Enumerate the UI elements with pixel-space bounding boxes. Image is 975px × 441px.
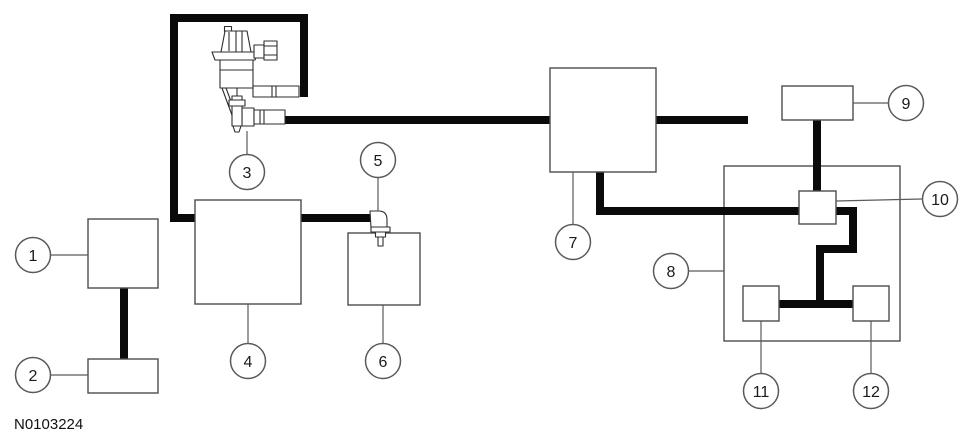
callout-2-number: 2 — [29, 368, 38, 385]
hose-line-top-loop — [170, 14, 308, 222]
component-box-4 — [194, 199, 302, 305]
component-box-6 — [347, 232, 421, 306]
callout-6-number: 6 — [379, 354, 388, 371]
component-box-7 — [549, 67, 657, 173]
leader-lines — [50, 102, 923, 376]
valve-lower-port — [253, 109, 286, 125]
callout-10: 10 — [921, 180, 959, 218]
valve-stem-band — [228, 99, 246, 107]
callout-10-number: 10 — [931, 192, 949, 209]
fitting-flange — [370, 226, 391, 233]
valve-elbow — [241, 107, 255, 127]
callouts: 1 2 3 4 5 6 7 8 — [14, 84, 959, 410]
callout-7-number: 7 — [569, 235, 578, 252]
valve-upper-port-ring — [271, 86, 277, 97]
valve-cap-ribs — [228, 31, 243, 52]
callout-3-number: 3 — [243, 165, 252, 182]
component-box-9 — [781, 85, 854, 121]
hose-line-box7-to-assembly — [596, 171, 857, 306]
fitting-collar — [374, 231, 387, 238]
callout-5-number: 5 — [374, 153, 383, 170]
callout-5-circle — [359, 141, 397, 179]
callout-9-number: 9 — [902, 96, 911, 113]
figure-part-number: N0103224 — [14, 416, 83, 433]
callout-6-circle — [364, 342, 402, 380]
callout-1: 1 — [14, 236, 52, 274]
callout-2: 2 — [14, 356, 52, 394]
callout-3: 3 — [228, 153, 266, 191]
callout-8-number: 8 — [667, 264, 676, 281]
component-boxes — [87, 67, 890, 394]
callout-12-number: 12 — [862, 384, 880, 401]
valve-connector-neck — [253, 44, 265, 59]
callout-2-circle — [14, 356, 52, 394]
callout-1-number: 1 — [29, 248, 38, 265]
callout-8-circle — [652, 252, 690, 290]
callout-12-circle — [852, 372, 890, 410]
valve-tip — [232, 125, 242, 133]
evap-valve-illustration-3 — [211, 25, 300, 133]
callout-11-circle — [742, 372, 780, 410]
callout-7-circle — [554, 223, 592, 261]
callout-9: 9 — [887, 84, 925, 122]
leader-10 — [835, 198, 923, 202]
callout-4-circle — [229, 342, 267, 380]
fitting-elbow — [369, 210, 388, 229]
component-box-10 — [798, 190, 837, 225]
valve-connector-pins — [264, 45, 277, 56]
callout-9-circle — [887, 84, 925, 122]
callout-3-circle — [228, 153, 266, 191]
callout-6: 6 — [364, 342, 402, 380]
callout-7: 7 — [554, 223, 592, 261]
fitting-nozzle — [377, 236, 384, 247]
valve-connector-plug — [263, 40, 278, 61]
component-box-11 — [742, 285, 780, 322]
valve-flange — [211, 51, 259, 61]
component-outline-8 — [723, 165, 901, 342]
component-box-12 — [852, 285, 890, 322]
callout-4-number: 4 — [244, 354, 253, 371]
valve-body — [219, 59, 254, 89]
callout-11-number: 11 — [753, 384, 770, 401]
callout-8: 8 — [652, 252, 690, 290]
hose-lines — [120, 14, 857, 362]
callout-5: 5 — [359, 141, 397, 179]
callout-4: 4 — [229, 342, 267, 380]
valve-lower-port-ring — [259, 110, 265, 124]
component-box-2 — [87, 358, 159, 394]
component-box-1 — [87, 218, 159, 289]
callout-11: 11 — [742, 372, 780, 410]
callout-12: 12 — [852, 372, 890, 410]
fitting-illustration-5 — [369, 210, 391, 247]
callout-10-circle — [921, 180, 959, 218]
callout-1-circle — [14, 236, 52, 274]
